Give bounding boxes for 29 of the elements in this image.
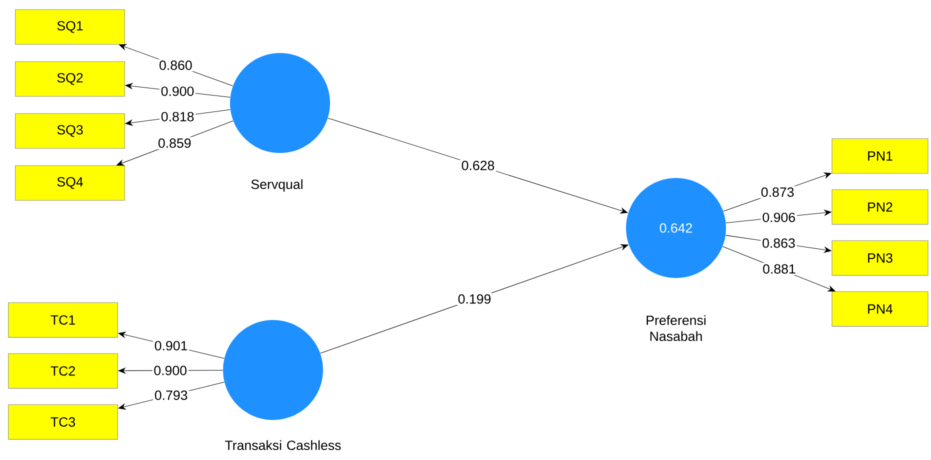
indicator-box: PN1 — [832, 138, 928, 174]
edge-label: 0.793 — [153, 389, 190, 402]
edge-label: 0.860 — [158, 59, 194, 72]
edge-label: 0.199 — [456, 292, 493, 306]
edge-label: 0.863 — [760, 237, 797, 250]
edge-label: 0.818 — [160, 110, 196, 123]
indicator-box: PN3 — [832, 240, 928, 276]
indicator-box: PN2 — [832, 189, 928, 225]
edge-label: 0.900 — [160, 85, 196, 98]
indicator-box: SQ3 — [15, 113, 125, 149]
indicator-box: TC1 — [8, 302, 118, 338]
edge-label: 0.881 — [761, 262, 798, 276]
indicator-box: TC2 — [8, 353, 118, 389]
edge-label: 0.859 — [156, 137, 193, 150]
indicator-box: SQ4 — [15, 165, 125, 201]
construct-label: Transaksi Cashless — [225, 440, 341, 450]
edge-label: 0.906 — [760, 211, 797, 224]
indicator-box: SQ2 — [15, 61, 125, 97]
indicator-box: SQ1 — [15, 9, 125, 45]
construct-label: Preferensi Nasabah — [646, 315, 706, 342]
indicator-box: TC3 — [8, 404, 118, 440]
construct-circle — [223, 320, 323, 420]
edge-label: 0.900 — [152, 364, 188, 377]
edge-label: 0.901 — [153, 340, 190, 352]
edge-label: 0.873 — [760, 186, 796, 198]
edge-label: 0.628 — [460, 159, 496, 172]
construct-circle — [230, 53, 330, 153]
construct-label: Servqual — [251, 179, 302, 192]
indicator-box: PN4 — [832, 291, 928, 327]
